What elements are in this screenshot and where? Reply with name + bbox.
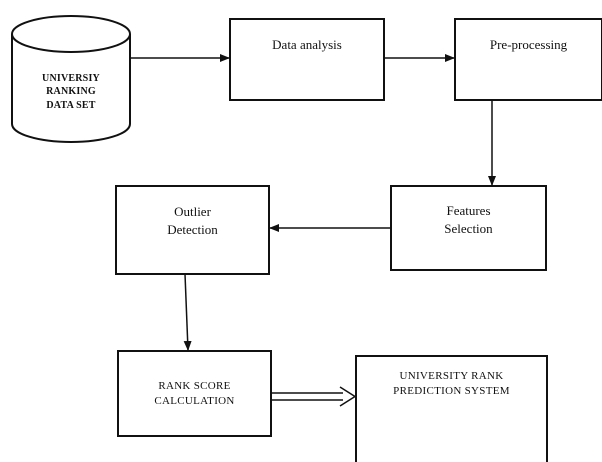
prediction-system-line2: PREDICTION SYSTEM	[393, 385, 510, 397]
edge-outlier-to-rankscore	[183, 273, 192, 351]
dataset-label: UNIVERSIY RANKING DATA SET	[20, 62, 122, 122]
rank-score-line1: RANK SCORE	[158, 380, 231, 393]
data-analysis-box	[229, 18, 385, 101]
dataset-label-line3: DATA SET	[46, 99, 96, 111]
outlier-detection-line1: Outlier	[174, 204, 211, 220]
data-analysis-text: Data analysis	[272, 37, 342, 53]
features-selection-line2: Selection	[444, 221, 493, 236]
preprocessing-box	[454, 18, 602, 101]
features-selection-box	[390, 185, 547, 271]
dataset-cylinder	[11, 15, 131, 143]
dataset-label-line1: UNIVERSIY	[42, 72, 100, 84]
prediction-system-line1: UNIVERSITY RANK	[399, 370, 504, 383]
data-analysis-label: Data analysis	[230, 33, 384, 57]
rank-score-line2: CALCULATION	[154, 395, 235, 407]
rank-score-label: RANK SCORE CALCULATION	[118, 374, 271, 414]
prediction-system-box	[355, 355, 548, 462]
dataset-label-line2: RANKING	[46, 86, 96, 98]
preprocessing-label: Pre-processing	[455, 33, 602, 57]
features-selection-line1: Features	[446, 203, 491, 219]
edge-rankscore-to-prediction	[271, 386, 357, 407]
features-selection-label: Features Selection	[391, 196, 546, 244]
prediction-system-label: UNIVERSITY RANK PREDICTION SYSTEM	[356, 364, 547, 404]
outlier-detection-line2: Detection	[167, 222, 218, 237]
outlier-detection-label: Outlier Detection	[116, 198, 269, 244]
preprocessing-text: Pre-processing	[489, 37, 568, 53]
rank-score-box	[117, 350, 272, 437]
